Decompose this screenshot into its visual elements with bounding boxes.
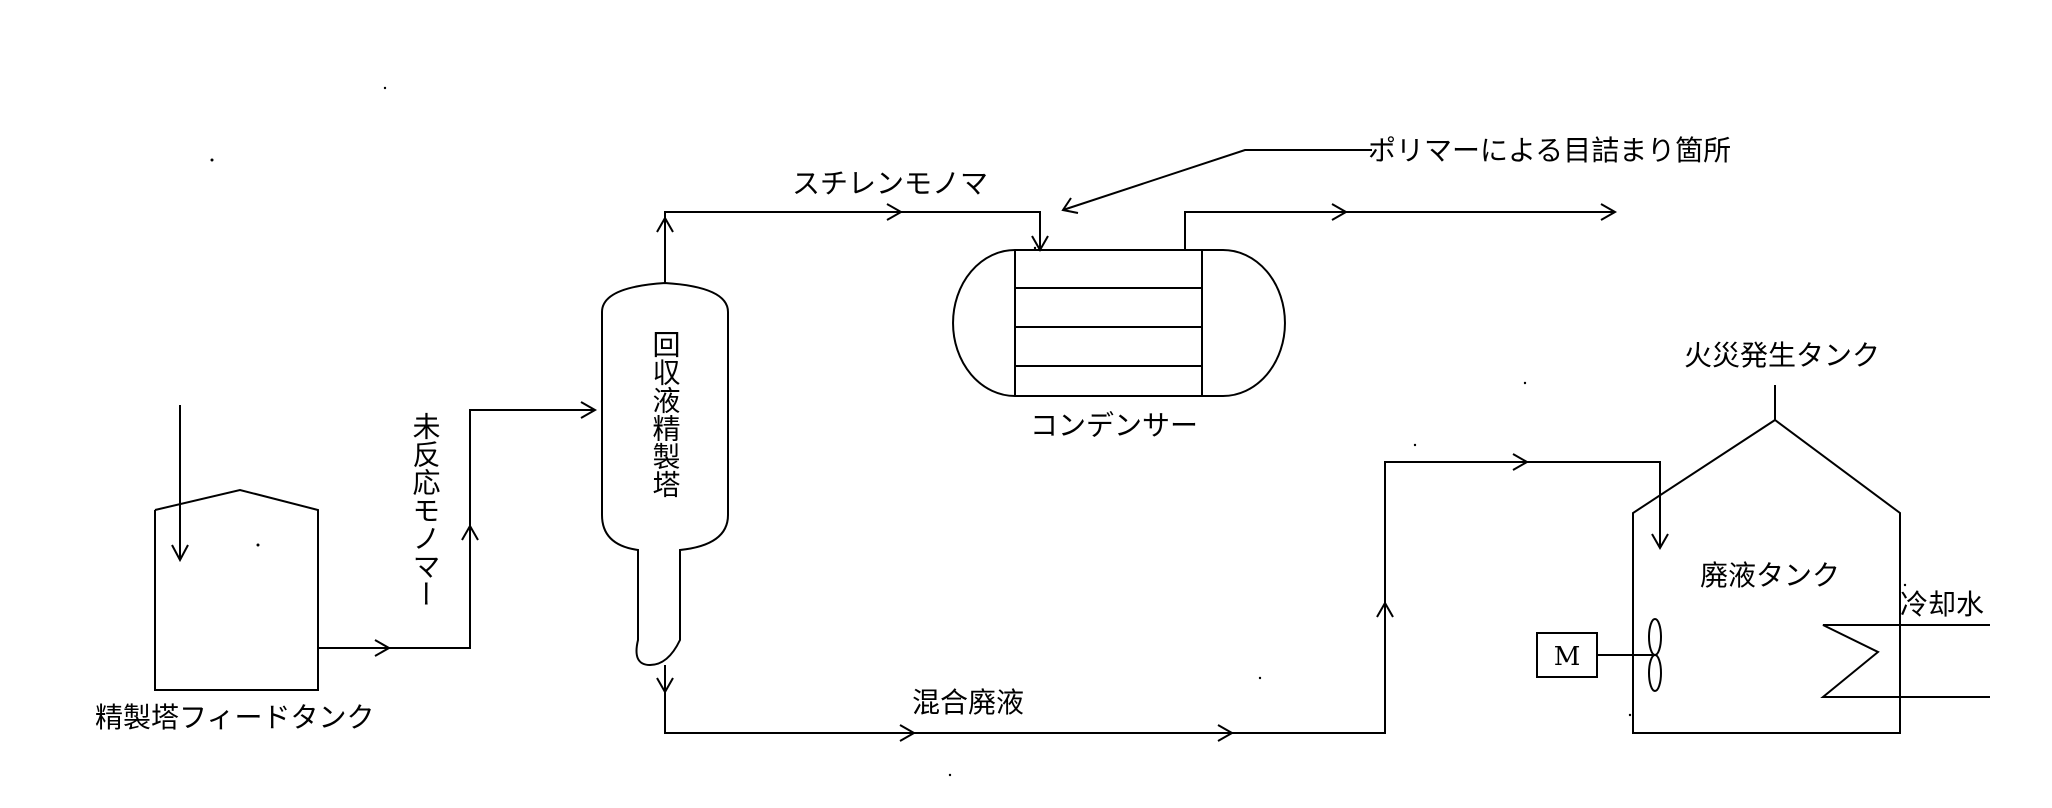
mixed-waste-line [656, 453, 1669, 742]
outlet-arrow-2 [1600, 203, 1618, 221]
mixed-waste-arrow-1 [899, 724, 917, 742]
waste-tank [1632, 418, 1901, 734]
cooling-coil [1820, 624, 1990, 698]
tower-bottom-arrow [656, 677, 674, 695]
feed-inlet-arrow [171, 544, 189, 563]
condenser-label: コンデンサー [1030, 409, 1198, 442]
condenser-outlet-line [1184, 203, 1618, 250]
styrene-monomer-line [656, 203, 1049, 283]
waste-tank-label: 廃液タンク [1700, 559, 1840, 592]
unreacted-monomer-line [318, 401, 598, 657]
styrene-arrow-right [886, 203, 904, 221]
unreacted-monomer-arrow-1 [374, 639, 392, 657]
mixed-waste-label: 混合廃液 [912, 686, 1024, 719]
agitator [1597, 618, 1662, 692]
scan-noise [210, 86, 1907, 777]
styrene-arrow-up [656, 215, 674, 233]
fire-tank-label: 火災発生タンク [1684, 339, 1880, 372]
cooling-water-label: 冷却水 [1900, 588, 1984, 621]
clog-pointer-arrowhead [1061, 197, 1079, 214]
feed-inlet-line [171, 405, 189, 563]
outlet-arrow-1 [1331, 203, 1349, 221]
clog-location-label: ポリマーによる目詰まり箇所 [1368, 134, 1731, 167]
tower-label: 回収液精製塔 [649, 330, 682, 498]
unreacted-monomer-label: 未反応モノマー [409, 412, 442, 608]
purification-tower [601, 281, 729, 667]
feed-tank-label: 精製塔フィードタンク [95, 701, 374, 734]
mixed-waste-arrow-4 [1512, 453, 1530, 471]
feed-tank [154, 488, 319, 691]
unreacted-monomer-arrow-2 [461, 523, 479, 541]
waste-tank-inlet-arrow [1651, 533, 1669, 551]
motor-label: M [1554, 642, 1581, 672]
mixed-waste-arrow-2 [1217, 724, 1235, 742]
condenser [952, 249, 1286, 397]
unreacted-monomer-arrow-3 [580, 401, 598, 419]
styrene-monomer-label: スチレンモノマ [792, 167, 988, 200]
motor: M [1536, 632, 1598, 678]
clog-pointer [1061, 149, 1372, 214]
mixed-waste-arrow-3 [1376, 600, 1394, 618]
